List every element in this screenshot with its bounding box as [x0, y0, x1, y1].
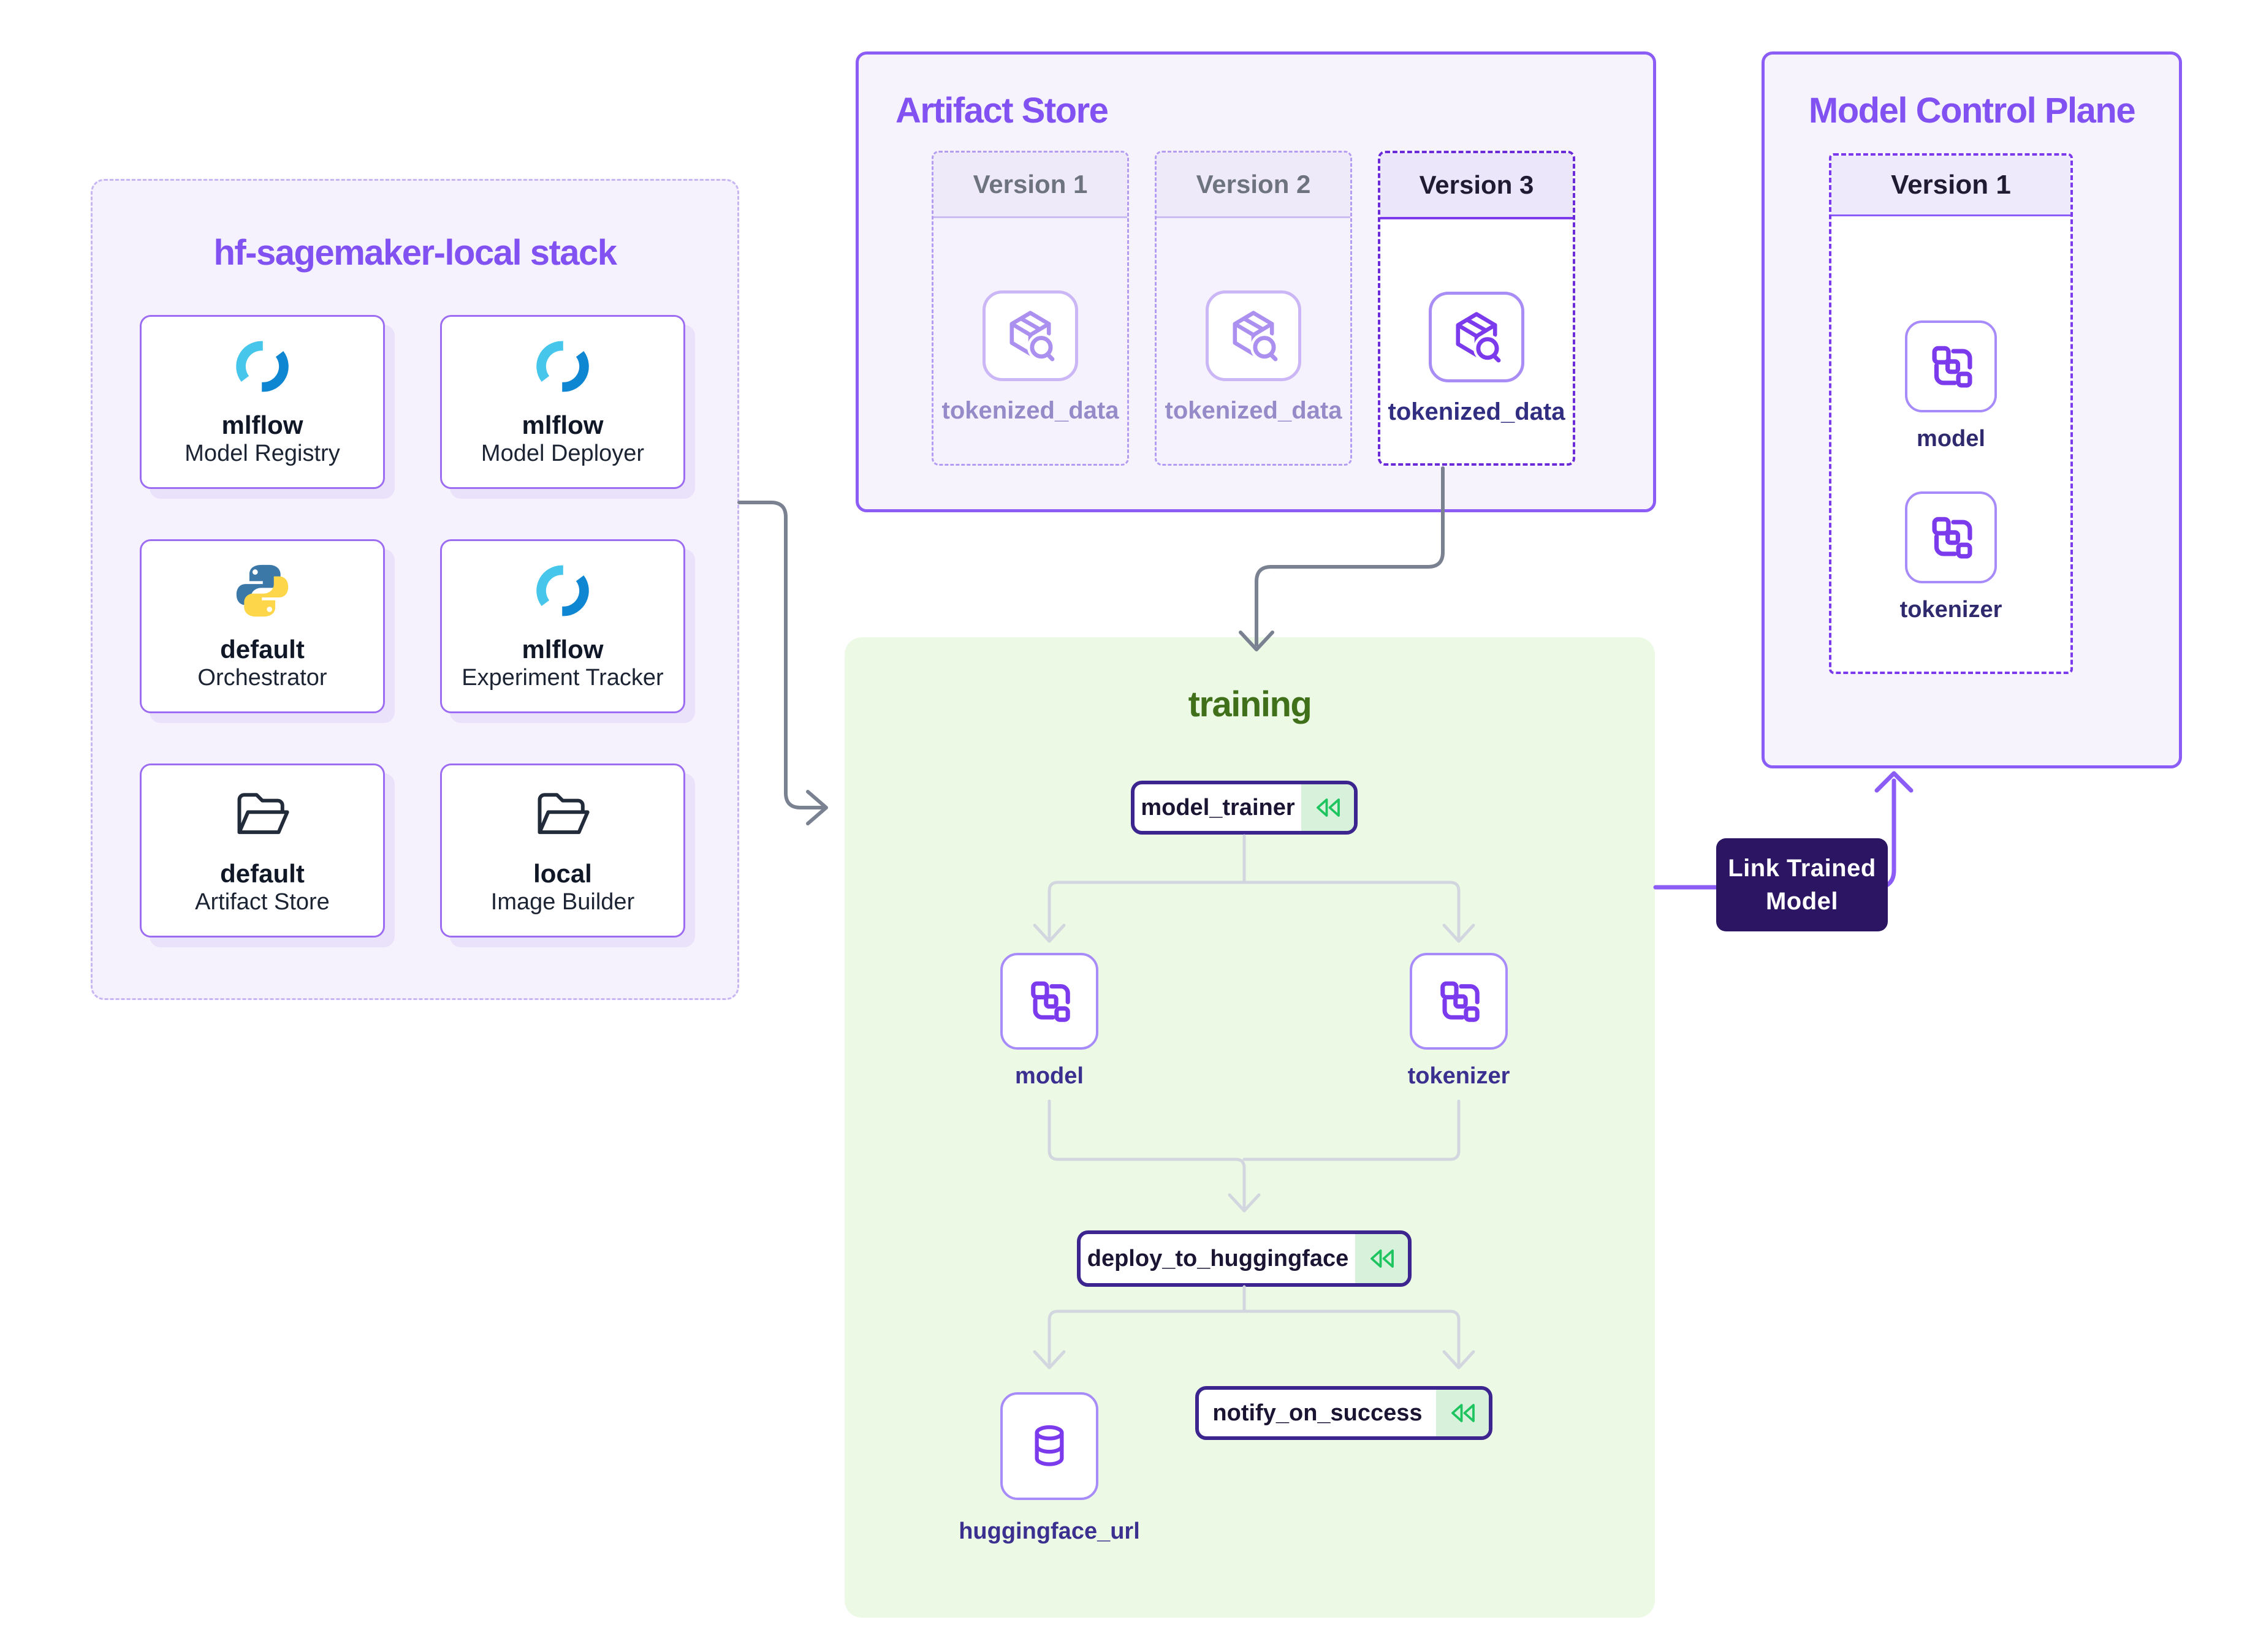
artifact-box-icon — [1225, 308, 1282, 364]
training-pipeline-panel: training model_trainer model tokenizer d… — [845, 637, 1655, 1618]
database-icon — [1024, 1420, 1075, 1472]
mlflow-icon — [532, 336, 593, 397]
rewind-icon — [1313, 796, 1342, 819]
mlflow-icon — [232, 336, 293, 397]
component-name: default — [220, 859, 305, 889]
version-body: tokenized_data — [1157, 218, 1350, 464]
artifact-version-1-card[interactable]: Version 1 tokenized_data — [932, 151, 1129, 466]
output-tokenizer-card[interactable] — [1410, 953, 1508, 1050]
step-cache-section[interactable] — [1355, 1234, 1408, 1283]
output-model-card[interactable] — [1000, 953, 1098, 1050]
version-label: Version 3 — [1380, 153, 1573, 219]
stack-card-model-deployer[interactable]: mlflow Model Deployer — [440, 315, 685, 489]
step-label: model_trainer — [1141, 794, 1295, 820]
artifact-store-panel: Artifact Store Version 1 tokenized_data … — [856, 51, 1656, 512]
component-name: default — [220, 635, 305, 664]
component-type: Artifact Store — [195, 889, 330, 915]
component-type: Model Deployer — [481, 441, 645, 467]
artifact-store-title: Artifact Store — [895, 91, 1109, 131]
model-artifact-tile[interactable] — [1905, 320, 1997, 412]
artifact-tile[interactable] — [983, 290, 1078, 381]
version-label: Version 1 — [933, 153, 1127, 218]
model-artifact-label: model — [1917, 426, 1985, 452]
component-name: local — [533, 859, 592, 889]
version-body: tokenized_data — [933, 218, 1127, 464]
output-huggingface-url-label: huggingface_url — [959, 1518, 1140, 1544]
stack-components-grid: mlflow Model Registry mlflow Model Deplo… — [140, 315, 685, 938]
stack-card-experiment-tracker[interactable]: mlflow Experiment Tracker — [440, 539, 685, 713]
step-label: deploy_to_huggingface — [1087, 1245, 1349, 1271]
step-model-trainer[interactable]: model_trainer — [1131, 781, 1358, 835]
version-label: Version 2 — [1157, 153, 1350, 218]
training-pipeline-title: training — [1188, 684, 1312, 724]
artifact-name: tokenized_data — [941, 397, 1119, 424]
step-deploy-to-huggingface[interactable]: deploy_to_huggingface — [1077, 1230, 1412, 1287]
rewind-icon — [1367, 1247, 1396, 1270]
component-name: mlflow — [522, 635, 604, 664]
output-huggingface-url-card[interactable] — [1000, 1392, 1098, 1500]
tokenizer-artifact-label: tokenizer — [1899, 597, 2002, 623]
rewind-icon — [1448, 1401, 1477, 1425]
model-version-body: model tokenizer — [1831, 216, 2070, 672]
tokenizer-artifact-tile[interactable] — [1905, 491, 1997, 583]
component-type: Experiment Tracker — [462, 665, 664, 691]
model-control-plane-panel: Model Control Plane Version 1 model toke… — [1762, 51, 2182, 768]
artifact-version-3-card[interactable]: Version 3 tokenized_data — [1378, 151, 1575, 466]
model-version-label: Version 1 — [1831, 156, 2070, 216]
folder-icon — [232, 784, 293, 846]
arrowhead-up — [1874, 771, 1914, 793]
component-name: mlflow — [522, 411, 604, 440]
component-type: Orchestrator — [197, 665, 327, 691]
artifact-tile[interactable] — [1429, 292, 1524, 382]
step-notify-on-success[interactable]: notify_on_success — [1195, 1386, 1492, 1440]
stack-card-orchestrator[interactable]: default Orchestrator — [140, 539, 385, 713]
mlflow-icon — [532, 560, 593, 621]
python-icon — [232, 560, 293, 621]
stack-card-artifact-store[interactable]: default Artifact Store — [140, 763, 385, 938]
step-cache-section[interactable] — [1301, 784, 1354, 831]
component-name: mlflow — [221, 411, 303, 440]
output-model-label: model — [1015, 1063, 1084, 1089]
artifact-box-icon — [1448, 309, 1505, 365]
output-tokenizer-label: tokenizer — [1407, 1063, 1510, 1089]
artifact-box-icon — [1002, 308, 1059, 364]
model-blocks-icon — [1925, 340, 1977, 393]
artifact-name: tokenized_data — [1388, 398, 1565, 425]
artifact-version-2-card[interactable]: Version 2 tokenized_data — [1155, 151, 1352, 466]
component-type: Image Builder — [490, 889, 635, 915]
artifact-tile[interactable] — [1206, 290, 1301, 381]
arrowhead-right — [806, 790, 828, 825]
model-version-card[interactable]: Version 1 model tokenizer — [1829, 153, 2073, 674]
model-blocks-icon — [1925, 511, 1977, 564]
stack-card-image-builder[interactable]: local Image Builder — [440, 763, 685, 938]
model-control-plane-title: Model Control Plane — [1808, 91, 2136, 131]
step-cache-section[interactable] — [1436, 1390, 1489, 1436]
stack-panel-title: hf-sagemaker-local stack — [213, 233, 617, 273]
model-blocks-icon — [1433, 976, 1484, 1027]
link-trained-model-badge[interactable]: Link Trained Model — [1716, 838, 1888, 931]
connector-stack-to-training — [737, 501, 826, 809]
step-label: notify_on_success — [1212, 1400, 1423, 1426]
artifact-name: tokenized_data — [1165, 397, 1342, 424]
stack-panel: hf-sagemaker-local stack mlflow Model Re… — [91, 179, 739, 1000]
component-type: Model Registry — [184, 441, 340, 467]
stack-card-model-registry[interactable]: mlflow Model Registry — [140, 315, 385, 489]
folder-icon — [532, 784, 593, 846]
badge-line-1: Link Trained — [1728, 855, 1876, 882]
model-blocks-icon — [1024, 976, 1075, 1027]
artifact-versions-row: Version 1 tokenized_data Version 2 token… — [932, 151, 1575, 466]
badge-line-2: Model — [1765, 888, 1839, 915]
version-body: tokenized_data — [1380, 219, 1573, 463]
